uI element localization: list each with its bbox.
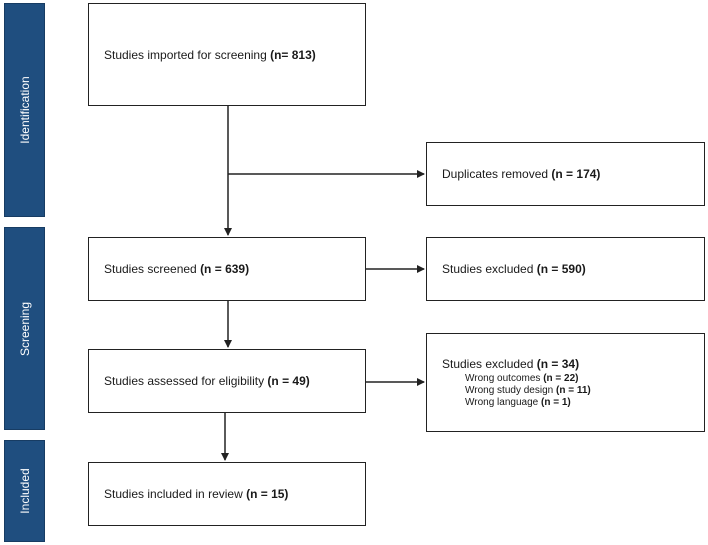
box-studies-screened-label: Studies screened (n = 639)	[104, 262, 250, 276]
box-studies-included: Studies included in review (n = 15)	[88, 462, 366, 526]
phase-identification: Identification	[4, 3, 45, 217]
box-studies-assessed-eligibility: Studies assessed for eligibility (n = 49…	[88, 349, 366, 413]
box-studies-excluded-eligibility: Studies excluded (n = 34) Wrong outcomes…	[426, 333, 705, 432]
box-studies-excluded-screening-label: Studies excluded (n = 590)	[442, 262, 586, 276]
box-studies-imported: Studies imported for screening (n= 813)	[88, 3, 366, 106]
exclusion-reason: Wrong language (n = 1)	[465, 396, 571, 408]
phase-included: Included	[4, 440, 45, 542]
exclusion-reason: Wrong study design (n = 11)	[465, 384, 591, 396]
box-studies-included-label: Studies included in review (n = 15)	[104, 487, 289, 501]
box-duplicates-removed: Duplicates removed (n = 174)	[426, 142, 705, 206]
box-studies-screened: Studies screened (n = 639)	[88, 237, 366, 301]
box-studies-excluded-screening: Studies excluded (n = 590)	[426, 237, 705, 301]
box-studies-assessed-eligibility-label: Studies assessed for eligibility (n = 49…	[104, 374, 310, 388]
box-duplicates-removed-label: Duplicates removed (n = 174)	[442, 167, 601, 181]
box-studies-imported-label: Studies imported for screening (n= 813)	[104, 47, 316, 62]
phase-screening: Screening	[4, 227, 45, 430]
exclusion-reason: Wrong outcomes (n = 22)	[465, 372, 579, 384]
box-studies-excluded-eligibility-label: Studies excluded (n = 34)	[442, 356, 580, 371]
